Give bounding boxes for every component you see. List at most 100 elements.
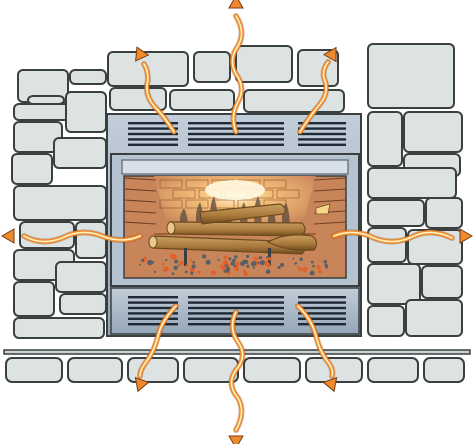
vent-slot bbox=[298, 127, 346, 130]
firebox-back-wall bbox=[154, 176, 316, 234]
ember bbox=[219, 264, 223, 268]
grate-leg bbox=[268, 248, 271, 266]
vent-slot bbox=[298, 323, 346, 326]
wall-stone bbox=[13, 317, 105, 339]
wall-stone bbox=[193, 51, 231, 83]
firebox-brick-line bbox=[123, 221, 157, 225]
ember bbox=[184, 270, 188, 274]
vent-slot bbox=[128, 301, 178, 304]
heat-arrow-highlight bbox=[230, 311, 244, 431]
ember-bed bbox=[139, 253, 329, 277]
vent-slot bbox=[188, 317, 284, 320]
wall-stone bbox=[421, 265, 463, 299]
stone-hearth bbox=[3, 349, 471, 383]
ember bbox=[240, 261, 245, 266]
ember bbox=[192, 261, 195, 264]
vent-slot bbox=[128, 143, 178, 146]
heat-arrow-down-left bbox=[134, 303, 179, 393]
ember bbox=[310, 260, 314, 264]
ember bbox=[292, 257, 295, 260]
firebox-brick-line bbox=[313, 188, 347, 192]
heat-arrow-highlight bbox=[297, 305, 334, 377]
fireplace-insert bbox=[106, 113, 362, 337]
ember bbox=[162, 262, 165, 266]
ember bbox=[217, 258, 220, 262]
ember bbox=[277, 265, 281, 270]
ember bbox=[298, 267, 303, 272]
ember bbox=[227, 264, 230, 268]
log-end bbox=[148, 235, 158, 249]
wall-stone bbox=[59, 293, 107, 315]
heat-arrow-highlight bbox=[23, 231, 141, 243]
ember bbox=[316, 265, 321, 270]
heat-arrow-highlight bbox=[231, 15, 243, 133]
wall-stone bbox=[405, 299, 463, 337]
firebox-brick bbox=[172, 189, 196, 199]
ember bbox=[235, 261, 240, 267]
ember bbox=[323, 260, 328, 264]
ember bbox=[223, 255, 228, 260]
stone-wall bbox=[11, 43, 463, 339]
wall-stone bbox=[367, 111, 403, 167]
firebox-brick-line bbox=[123, 188, 157, 192]
wall-stone bbox=[11, 153, 53, 185]
heat-arrow-head bbox=[1, 228, 15, 244]
ember bbox=[173, 265, 178, 270]
heat-arrow-highlight bbox=[299, 61, 329, 133]
vent-slot bbox=[298, 301, 346, 304]
heat-arrow-highlight bbox=[333, 231, 453, 243]
vent-slot bbox=[298, 306, 346, 310]
ember bbox=[230, 261, 235, 266]
heat-arrow-highlight bbox=[143, 63, 175, 133]
heat-arrow-head bbox=[228, 435, 244, 444]
vent-slot bbox=[188, 138, 284, 141]
ember bbox=[227, 271, 231, 276]
vent-slot bbox=[128, 138, 178, 141]
vent-slot bbox=[128, 122, 178, 125]
vent-slot bbox=[128, 296, 178, 299]
ember bbox=[232, 258, 236, 263]
vent-slot bbox=[188, 323, 284, 326]
heat-arrow-head bbox=[322, 46, 337, 63]
hearth-stone bbox=[423, 357, 465, 383]
vent-slot bbox=[298, 132, 346, 136]
vent-slot bbox=[128, 306, 178, 310]
firebox-brick bbox=[185, 199, 209, 209]
ember bbox=[222, 260, 228, 266]
ember bbox=[253, 256, 258, 261]
ember bbox=[242, 259, 246, 263]
heat-arrow-up-left bbox=[135, 46, 177, 135]
vent-slot bbox=[188, 306, 284, 310]
firebox-brick-line bbox=[313, 177, 347, 181]
ember bbox=[317, 269, 322, 274]
ember bbox=[147, 259, 153, 265]
wall-stone bbox=[403, 111, 463, 153]
wall-stone bbox=[13, 185, 107, 221]
vent-slot bbox=[298, 138, 346, 141]
grate-leg bbox=[184, 248, 187, 266]
ember bbox=[299, 257, 303, 261]
vent-slot bbox=[188, 301, 284, 304]
vent-slot bbox=[188, 296, 284, 299]
ember bbox=[252, 266, 255, 269]
firebox-brick-line bbox=[123, 210, 157, 214]
wall-stone bbox=[367, 43, 455, 109]
ember bbox=[174, 259, 179, 264]
ember bbox=[266, 257, 270, 261]
heat-arrow-down-right bbox=[295, 303, 338, 393]
vent-slot bbox=[188, 143, 284, 146]
ember bbox=[226, 270, 229, 273]
wall-stone bbox=[425, 197, 463, 229]
ember bbox=[257, 261, 260, 265]
heat-arrow-head bbox=[134, 376, 150, 393]
ember bbox=[234, 255, 238, 259]
firebox-brick bbox=[185, 179, 209, 189]
ember bbox=[280, 262, 285, 267]
wall-stone bbox=[27, 95, 65, 105]
hearth-stone bbox=[367, 357, 419, 383]
vent-slot bbox=[298, 143, 346, 146]
vent-slot bbox=[128, 132, 178, 136]
ember bbox=[153, 270, 157, 273]
ember bbox=[325, 265, 329, 269]
